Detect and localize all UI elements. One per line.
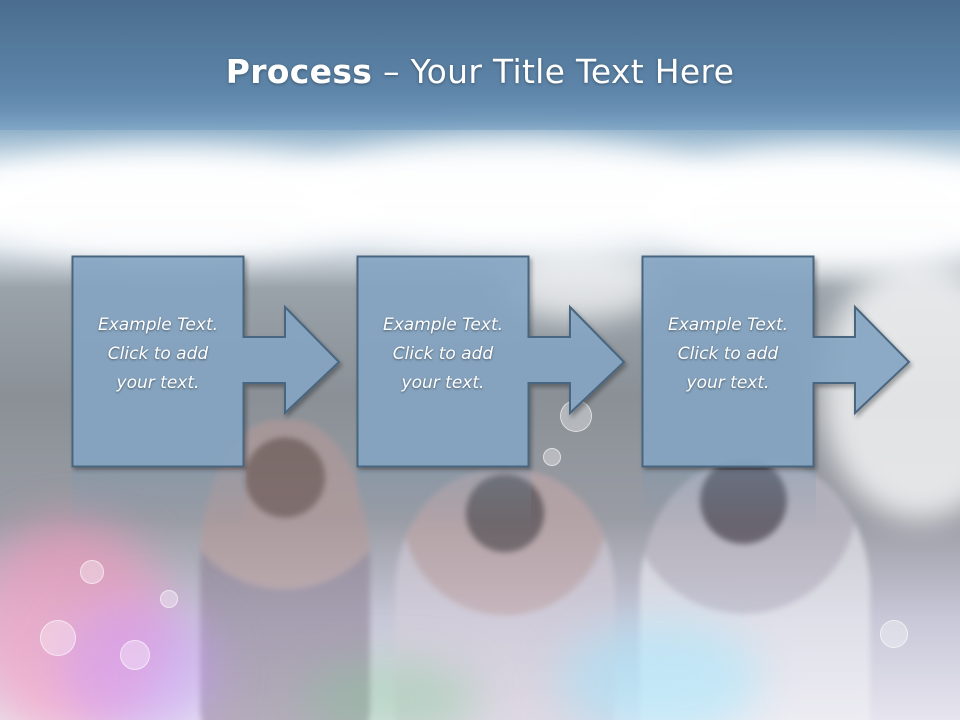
- step-3-text[interactable]: Example Text. Click to add your text.: [667, 315, 789, 393]
- step-2-text[interactable]: Example Text. Click to add your text.: [382, 315, 504, 393]
- glow-decoration: [560, 620, 760, 720]
- slide-title[interactable]: Process – Your Title Text Here: [0, 52, 960, 91]
- bokeh-decoration: [160, 590, 178, 608]
- step-arrow-shape: [71, 255, 341, 468]
- bokeh-decoration: [80, 560, 104, 584]
- header-band: [0, 0, 960, 130]
- bokeh-decoration: [880, 620, 908, 648]
- bokeh-decoration: [543, 448, 561, 466]
- glow-decoration: [0, 520, 170, 720]
- step-3-reflection: [642, 470, 816, 530]
- process-step-2[interactable]: Example Text. Click to add your text.: [356, 255, 627, 468]
- bokeh-decoration: [40, 620, 76, 656]
- cloud-decoration: [300, 140, 720, 250]
- process-step-3[interactable]: Example Text. Click to add your text.: [641, 255, 912, 468]
- cloud-decoration: [650, 150, 960, 270]
- step-arrow-shape: [356, 255, 626, 468]
- title-bold: Process: [225, 52, 373, 91]
- step-arrow-shape: [641, 255, 911, 468]
- step-1-reflection: [72, 470, 246, 530]
- process-step-1[interactable]: Example Text. Click to add your text.: [71, 255, 342, 468]
- photo-person-left: [200, 420, 370, 720]
- photo-person-right: [640, 460, 870, 720]
- glow-decoration: [300, 660, 480, 720]
- step-1-text[interactable]: Example Text. Click to add your text.: [97, 315, 219, 393]
- photo-person-center: [395, 470, 615, 720]
- title-rest: – Your Title Text Here: [372, 52, 735, 91]
- bokeh-decoration: [120, 640, 150, 670]
- step-2-reflection: [357, 470, 531, 530]
